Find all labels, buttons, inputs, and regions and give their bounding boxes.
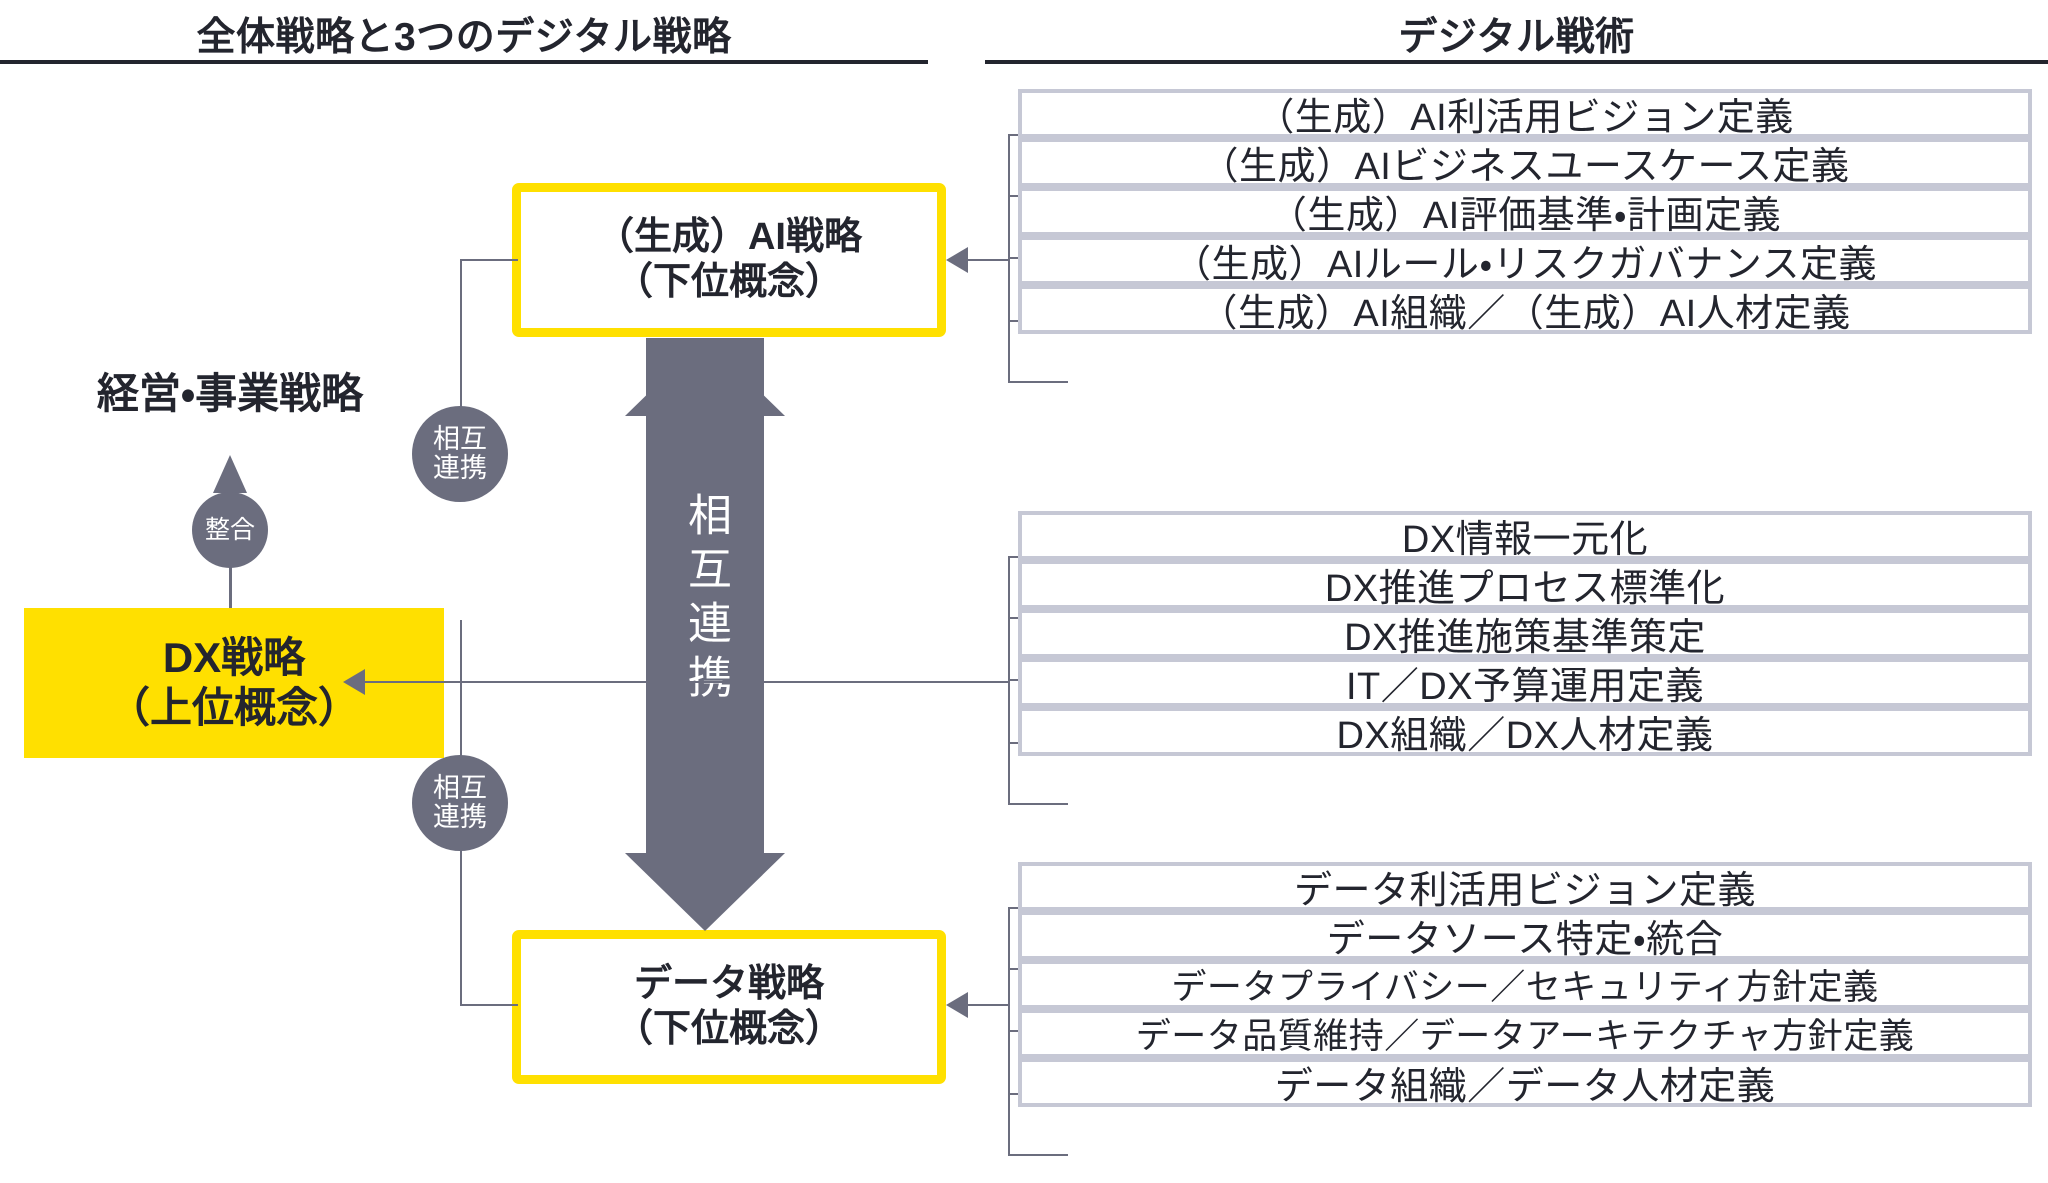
tactic-item[interactable]: DX推進施策基準策定 (1018, 609, 2032, 659)
feed-arrow-dx-line (365, 681, 1010, 683)
data-strategy-box-line2: （下位概念） (614, 1008, 843, 1050)
tactic-item[interactable]: DX推進プロセス標準化 (1018, 560, 2032, 610)
mutual-link-badge-bottom-line1: 相互 (433, 772, 487, 803)
tactic-item[interactable]: DX組織／DX人材定義 (1018, 707, 2032, 757)
business-strategy-label: 経営・事業戦略 (96, 370, 364, 417)
mutual-link-bracket-top-horizontal (460, 259, 518, 261)
double-arrow-down-head-icon (625, 853, 785, 931)
ai-strategy-box[interactable]: （生成）AI戦略 （下位概念） (512, 183, 946, 337)
tactic-item[interactable]: IT／DX予算運用定義 (1018, 658, 2032, 708)
bracket-data-tick-5 (1008, 1154, 1068, 1156)
tactic-item[interactable]: データ品質維持／データアーキテクチャ方針定義 (1018, 1009, 2032, 1058)
header-left-rule (0, 60, 928, 64)
feed-arrow-data-head-icon (946, 992, 968, 1018)
tactic-item[interactable]: （生成）AI評価基準・計画定義 (1018, 187, 2032, 237)
mutual-link-badge-top-line2: 連携 (433, 453, 487, 483)
ai-strategy-box-line2: （下位概念） (614, 261, 843, 303)
tactic-group-ai: （生成）AI利活用ビジョン定義 （生成）AIビジネスユースケース定義 （生成）A… (1018, 89, 2032, 335)
align-arrow-head-icon (213, 455, 247, 493)
tactic-item[interactable]: DX情報一元化 (1018, 511, 2032, 561)
double-arrow-shaft (646, 338, 764, 853)
mutual-link-badge-top-line1: 相互 (433, 423, 487, 454)
tactic-item[interactable]: データ利活用ビジョン定義 (1018, 862, 2032, 912)
bracket-dx-tick-5 (1008, 803, 1068, 805)
dx-strategy-box-line2: （上位概念） (107, 684, 360, 731)
header-left-title: 全体戦略と3つのデジタル戦略 (196, 16, 732, 59)
feed-arrow-data-line (968, 1004, 1008, 1006)
tactic-item[interactable]: データ組織／データ人材定義 (1018, 1058, 2032, 1108)
feed-arrow-ai-head-icon (946, 247, 968, 273)
tactic-item[interactable]: （生成）AIビジネスユースケース定義 (1018, 138, 2032, 188)
tactic-item[interactable]: データソース特定・統合 (1018, 911, 2032, 961)
bracket-ai-tick-5 (1008, 381, 1068, 383)
mutual-link-badge-bottom: 相互 連携 (412, 755, 508, 851)
tactic-item[interactable]: （生成）AI組織／（生成）AI人材定義 (1018, 285, 2032, 335)
tactic-group-data: データ利活用ビジョン定義 データソース特定・統合 データプライバシー／セキュリテ… (1018, 862, 2032, 1108)
mutual-link-bracket-bottom-horizontal (460, 1004, 518, 1006)
feed-arrow-ai-line (968, 259, 1008, 261)
tactic-item[interactable]: （生成）AIルール・リスクガバナンス定義 (1018, 236, 2032, 286)
align-arrow-line (229, 495, 232, 645)
header-right-rule (985, 60, 2048, 64)
tactic-item[interactable]: （生成）AI利活用ビジョン定義 (1018, 89, 2032, 139)
tactic-item[interactable]: データプライバシー／セキュリティ方針定義 (1018, 960, 2032, 1009)
data-strategy-box[interactable]: データ戦略 （下位概念） (512, 930, 946, 1084)
dx-strategy-box[interactable]: DX戦略 （上位概念） (24, 608, 444, 758)
mutual-link-badge-bottom-line2: 連携 (433, 802, 487, 832)
mutual-link-bracket-top-vertical (460, 259, 462, 444)
ai-strategy-box-line1: （生成）AI戦略 (595, 216, 862, 259)
mutual-link-badge-top: 相互 連携 (412, 406, 508, 502)
double-arrow-label: 相互連携 (681, 492, 730, 708)
data-strategy-box-line1: データ戦略 (633, 963, 824, 1006)
feed-arrow-dx-head-icon (343, 669, 365, 695)
header-right-title: デジタル戦術 (1398, 16, 1635, 59)
dx-strategy-box-line1: DX戦略 (162, 634, 306, 682)
align-badge-line1: 整合 (204, 515, 255, 544)
align-badge: 整合 (192, 492, 268, 568)
tactic-group-dx: DX情報一元化 DX推進プロセス標準化 DX推進施策基準策定 IT／DX予算運用… (1018, 511, 2032, 757)
